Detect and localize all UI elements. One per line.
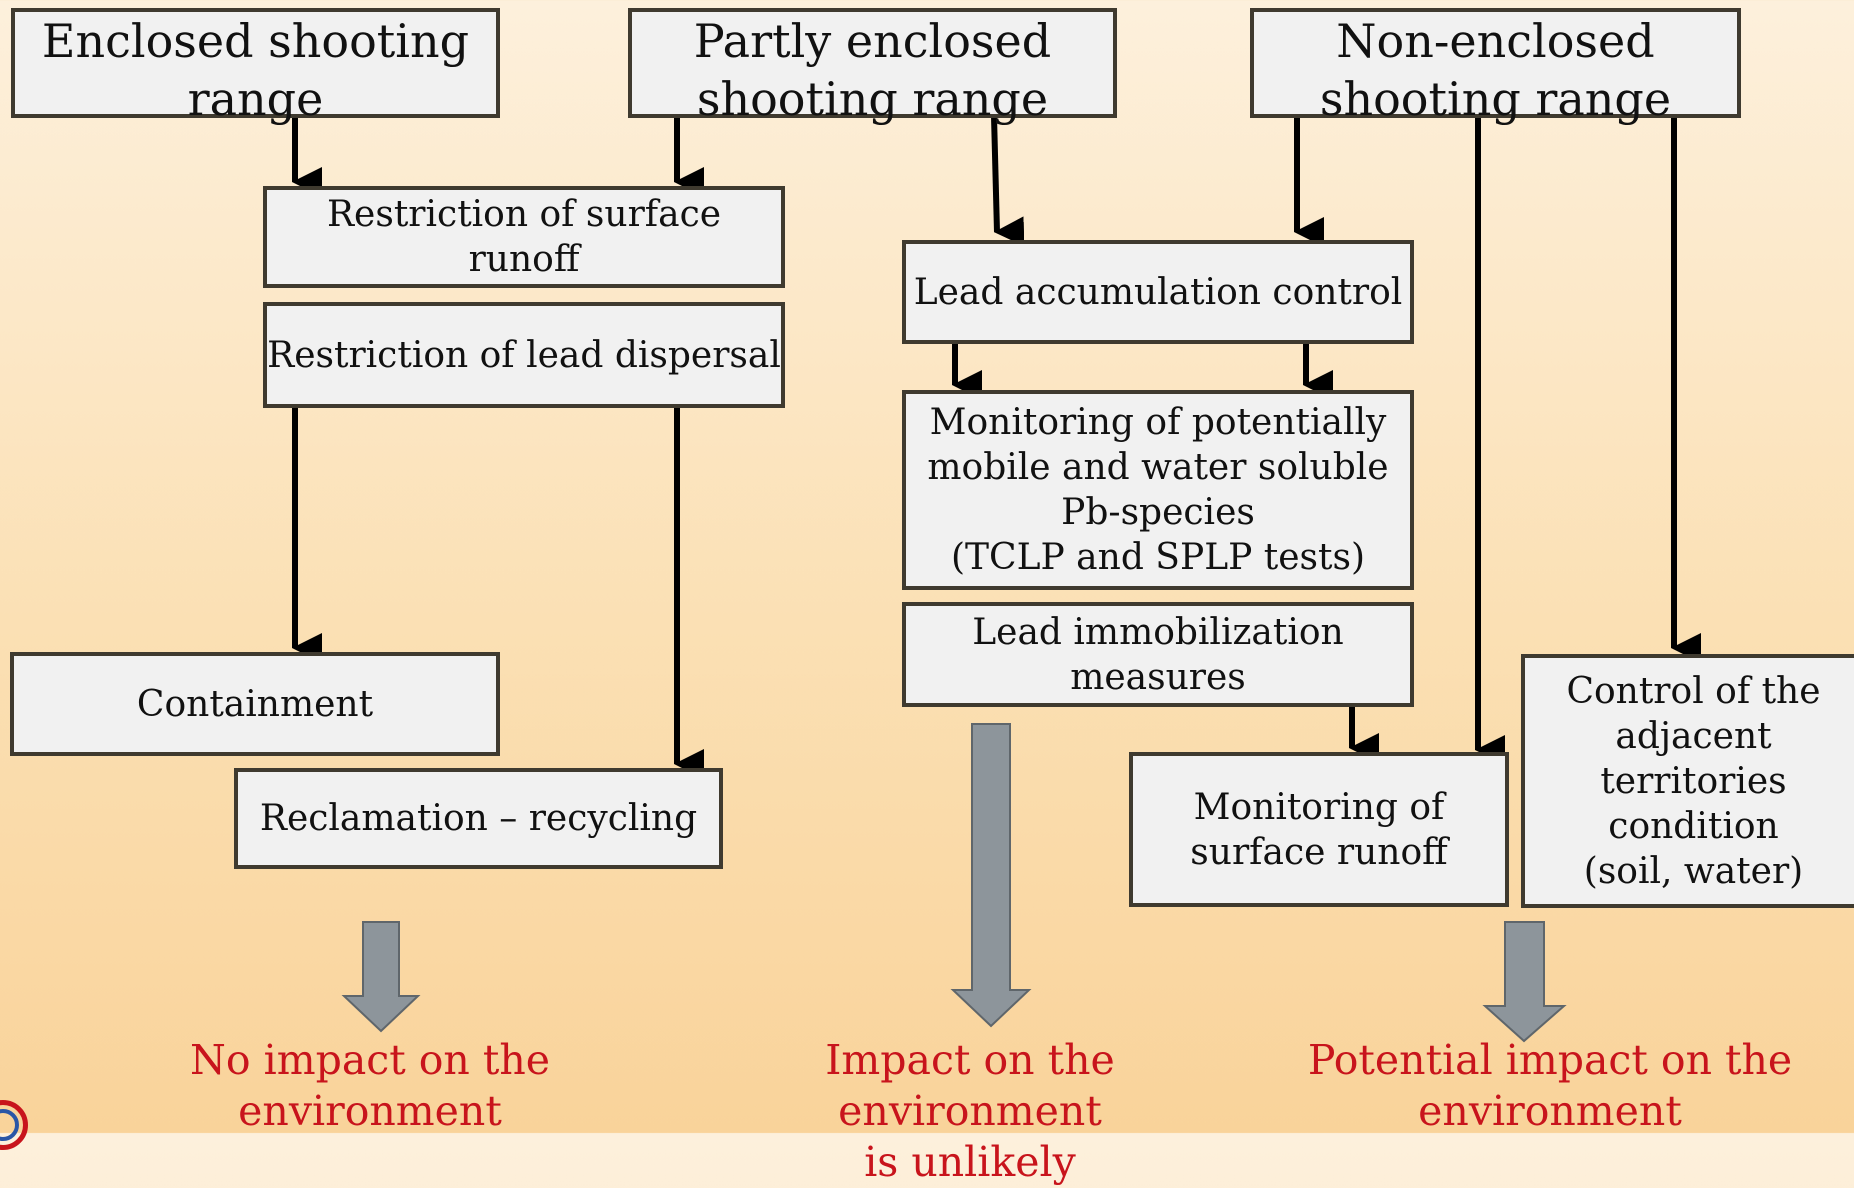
- box-reclamation-recycling: Reclamation – recycling: [234, 768, 723, 869]
- header-non-enclosed-range: Non-enclosed shooting range: [1250, 8, 1741, 126]
- outcome-potential-impact: Potential impact on the environment: [1307, 1036, 1793, 1135]
- arrow-partly-to-lead-accumulation: [991, 115, 1025, 247]
- outcome-impact-unlikely: Impact on the environment is unlikely: [825, 1036, 1115, 1186]
- wide-arrow-no-impact: [341, 921, 421, 1033]
- header-enclosed-range: Enclosed shooting range: [11, 8, 500, 126]
- box-monitoring-surface-runoff: Monitoring of surface runoff: [1129, 752, 1509, 907]
- flow-connectors: [292, 115, 1701, 1043]
- header-partly-enclosed-range: Partly enclosed shooting range: [628, 8, 1117, 126]
- box-monitoring-pb-species: Monitoring of potentially mobile and wat…: [902, 390, 1414, 590]
- box-adjacent-territories-control: Control of the adjacent territories cond…: [1521, 654, 1854, 908]
- wide-arrow-unlikely: [950, 723, 1032, 1028]
- box-lead-immobilization: Lead immobilization measures: [902, 602, 1414, 707]
- box-restriction-surface-runoff: Restriction of surface runoff: [263, 186, 785, 288]
- wide-arrow-potential: [1482, 921, 1567, 1043]
- outcome-no-impact: No impact on the environment: [189, 1036, 550, 1135]
- box-lead-accumulation-control: Lead accumulation control: [902, 240, 1414, 344]
- box-containment: Containment: [10, 652, 500, 756]
- box-restriction-lead-dispersal: Restriction of lead dispersal: [263, 302, 785, 408]
